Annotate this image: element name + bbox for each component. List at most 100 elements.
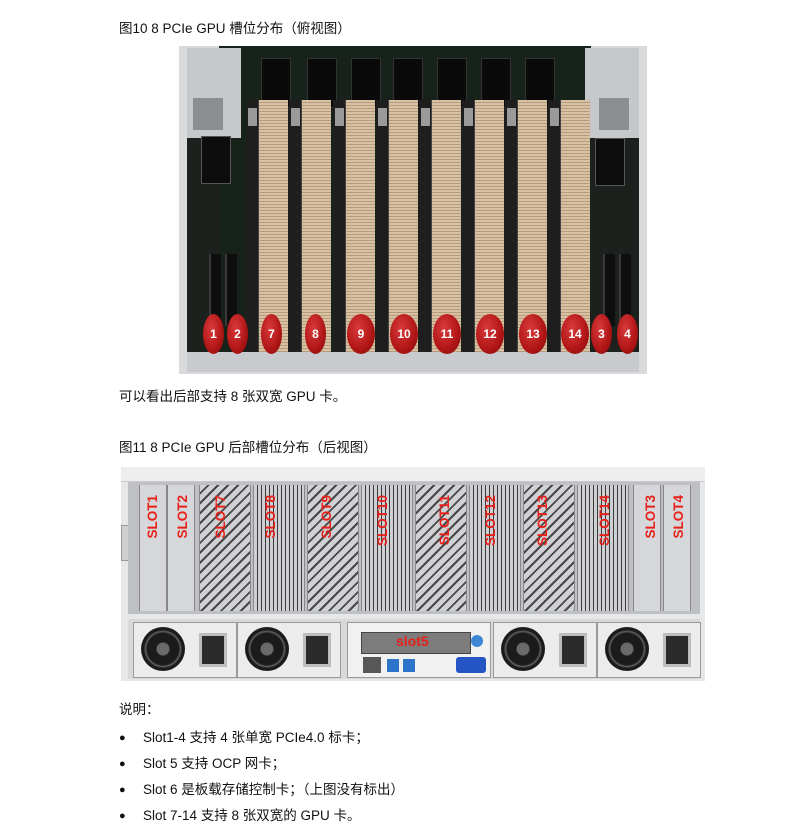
power-plug-icon	[199, 633, 227, 667]
ocp-card-bracket	[361, 632, 471, 654]
gpu-bracket-9	[307, 485, 359, 611]
gpu-connector	[437, 58, 467, 108]
figure11-rear-view-image: SLOT1 SLOT2 SLOT7 SLOT8 SLOT9 SLOT10 SLO…	[121, 467, 705, 681]
ocp-slot-label: slot5	[396, 633, 429, 649]
figure11-caption: 图11 8 PCIe GPU 后部槽位分布（后视图）	[119, 440, 377, 455]
slot-marker-8: 8	[305, 314, 326, 354]
gpu-logo-icon	[550, 108, 559, 126]
rj45-port-icon	[363, 657, 381, 673]
gpu-logo-icon	[378, 108, 387, 126]
right-riser-2	[619, 254, 631, 326]
gpu-shroud	[376, 100, 389, 363]
gpu-bracket-13	[523, 485, 575, 611]
left-riser-2	[225, 254, 237, 326]
gpu-logo-icon	[291, 108, 300, 126]
gpu-connector	[351, 58, 381, 108]
right-cable-block	[595, 138, 625, 186]
bullet-icon: ●	[119, 758, 126, 770]
gpu-bracket-8	[253, 485, 305, 611]
chassis-bottom-edge	[187, 352, 639, 372]
left-cage	[193, 98, 223, 130]
slot-marker-11: 11	[433, 314, 461, 354]
slot-bracket-4	[663, 485, 691, 611]
right-riser-1	[603, 254, 615, 326]
psu-fan-icon	[245, 627, 289, 671]
slot-marker-1: 1	[203, 314, 224, 354]
slot-bracket-1	[139, 485, 167, 611]
note-text: Slot1-4 支持 4 张单宽 PCIe4.0 标卡；	[143, 730, 369, 745]
gpu-logo-icon	[421, 108, 430, 126]
slot-label-9: SLOT9	[319, 495, 334, 539]
gpu-logo-icon	[248, 108, 257, 126]
slot-label-10: SLOT10	[375, 495, 390, 547]
gpu-connector	[261, 58, 291, 108]
gpu-bracket-12	[469, 485, 521, 611]
slot-bracket-3	[633, 485, 661, 611]
gpu-shroud	[548, 100, 561, 363]
slot-label-2: SLOT2	[175, 495, 190, 539]
left-riser-1	[209, 254, 221, 326]
slot-label-4: SLOT4	[671, 495, 686, 539]
power-plug-icon	[303, 633, 331, 667]
gpu-connector	[525, 58, 555, 108]
psu-fan-icon	[501, 627, 545, 671]
slot-marker-10: 10	[390, 314, 418, 354]
slot-label-13: SLOT13	[535, 495, 550, 547]
slot-marker-7: 7	[261, 314, 282, 354]
note-text: Slot 6 是板载存储控制卡；（上图没有标出）	[143, 782, 405, 797]
slot-label-3: SLOT3	[643, 495, 658, 539]
gpu-shroud	[462, 100, 475, 363]
gpu-shroud	[419, 100, 432, 363]
left-cable-block	[201, 136, 231, 184]
note-text: Slot 5 支持 OCP 网卡；	[143, 756, 286, 771]
psu-fan-icon	[605, 627, 649, 671]
gpu-connector	[307, 58, 337, 108]
figure10-note: 可以看出后部支持 8 张双宽 GPU 卡。	[119, 389, 347, 404]
figure10-caption: 图10 8 PCIe GPU 槽位分布（俯视图）	[119, 21, 351, 36]
gpu-bracket-7	[199, 485, 251, 611]
gpu-connector	[393, 58, 423, 108]
note-item: ● Slot 6 是板载存储控制卡；（上图没有标出）	[119, 778, 404, 798]
notes-heading: 说明：	[119, 702, 160, 717]
bullet-icon: ●	[119, 732, 126, 744]
bullet-icon: ●	[119, 784, 126, 796]
slot-marker-13: 13	[519, 314, 547, 354]
gpu-logo-icon	[507, 108, 516, 126]
gpu-bracket-11	[415, 485, 467, 611]
slot-marker-3: 3	[591, 314, 612, 354]
power-button-icon	[471, 635, 483, 647]
usb-port-icon	[387, 659, 399, 672]
note-item: ● Slot1-4 支持 4 张单宽 PCIe4.0 标卡；	[119, 726, 369, 746]
power-plug-icon	[559, 633, 587, 667]
gpu-shroud	[246, 100, 259, 363]
slot-label-7: SLOT7	[213, 495, 228, 539]
slot-label-1: SLOT1	[145, 495, 160, 539]
slot-marker-9: 9	[347, 314, 375, 354]
figure10-top-view-image: 1 2 7 8 9 10 11 12 13 14 3 4	[179, 46, 647, 374]
slot-marker-2: 2	[227, 314, 248, 354]
psu-fan-icon	[141, 627, 185, 671]
gpu-bracket-14	[577, 485, 629, 611]
slot-marker-12: 12	[476, 314, 504, 354]
power-plug-icon	[663, 633, 691, 667]
gpu-logo-icon	[464, 108, 473, 126]
gpu-shroud	[333, 100, 346, 363]
slot-label-8: SLOT8	[263, 495, 278, 539]
gpu-shroud	[505, 100, 518, 363]
gpu-shroud	[289, 100, 302, 363]
slot-label-11: SLOT11	[437, 495, 452, 546]
vga-port-icon	[456, 657, 486, 673]
slot-label-14: SLOT14	[597, 495, 612, 547]
slot-marker-14: 14	[561, 314, 589, 354]
note-text: Slot 7-14 支持 8 张双宽的 GPU 卡。	[143, 808, 361, 823]
bullet-icon: ●	[119, 810, 126, 822]
chassis-top-edge	[121, 467, 705, 482]
note-item: ● Slot 5 支持 OCP 网卡；	[119, 752, 285, 772]
slot-marker-4: 4	[617, 314, 638, 354]
slot-label-12: SLOT12	[483, 495, 498, 547]
slot-bracket-2	[167, 485, 195, 611]
note-item: ● Slot 7-14 支持 8 张双宽的 GPU 卡。	[119, 804, 361, 824]
right-cage	[599, 98, 629, 130]
gpu-logo-icon	[335, 108, 344, 126]
usb-port-icon	[403, 659, 415, 672]
